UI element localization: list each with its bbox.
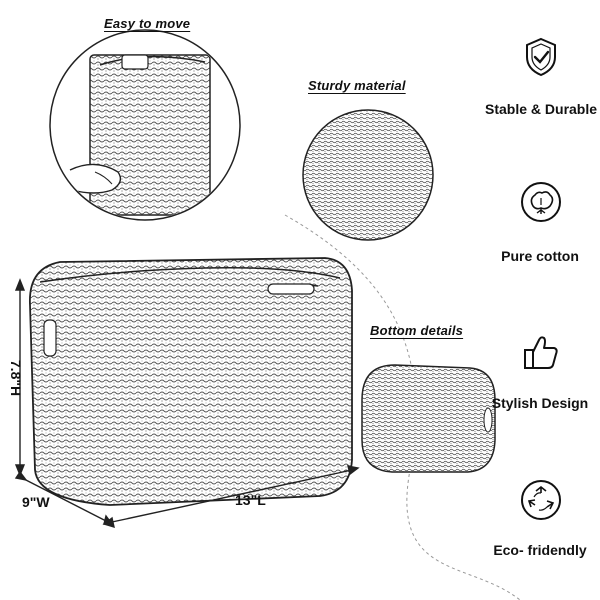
callout-sturdy-material: Sturdy material bbox=[308, 78, 406, 93]
recycle-icon bbox=[519, 478, 563, 522]
callout-easy-to-move: Easy to move bbox=[104, 16, 191, 31]
thumbs-up-icon bbox=[519, 330, 563, 374]
main-basket bbox=[29, 257, 353, 506]
callout-bottom-details: Bottom details bbox=[370, 323, 464, 338]
bottom-details-basket bbox=[361, 364, 496, 473]
sturdy-material-detail bbox=[302, 109, 434, 241]
height-dimension-line bbox=[14, 278, 26, 477]
dimension-length-label: 13"L bbox=[235, 492, 266, 508]
dimension-height-label: 7.8"H bbox=[8, 359, 25, 397]
feature-stable-durable: Stable & Durable bbox=[485, 101, 598, 117]
feature-eco-friendly: Eco- fridendly bbox=[493, 542, 587, 558]
dimension-width-label: 9"W bbox=[22, 494, 50, 510]
feature-pure-cotton: Pure cotton bbox=[501, 248, 579, 264]
cotton-flower-icon bbox=[519, 180, 563, 224]
feature-stylish-design: Stylish Design bbox=[491, 395, 589, 411]
shield-check-icon bbox=[519, 35, 563, 79]
length-dimension-line bbox=[102, 465, 360, 529]
easy-to-move-detail bbox=[49, 29, 241, 221]
